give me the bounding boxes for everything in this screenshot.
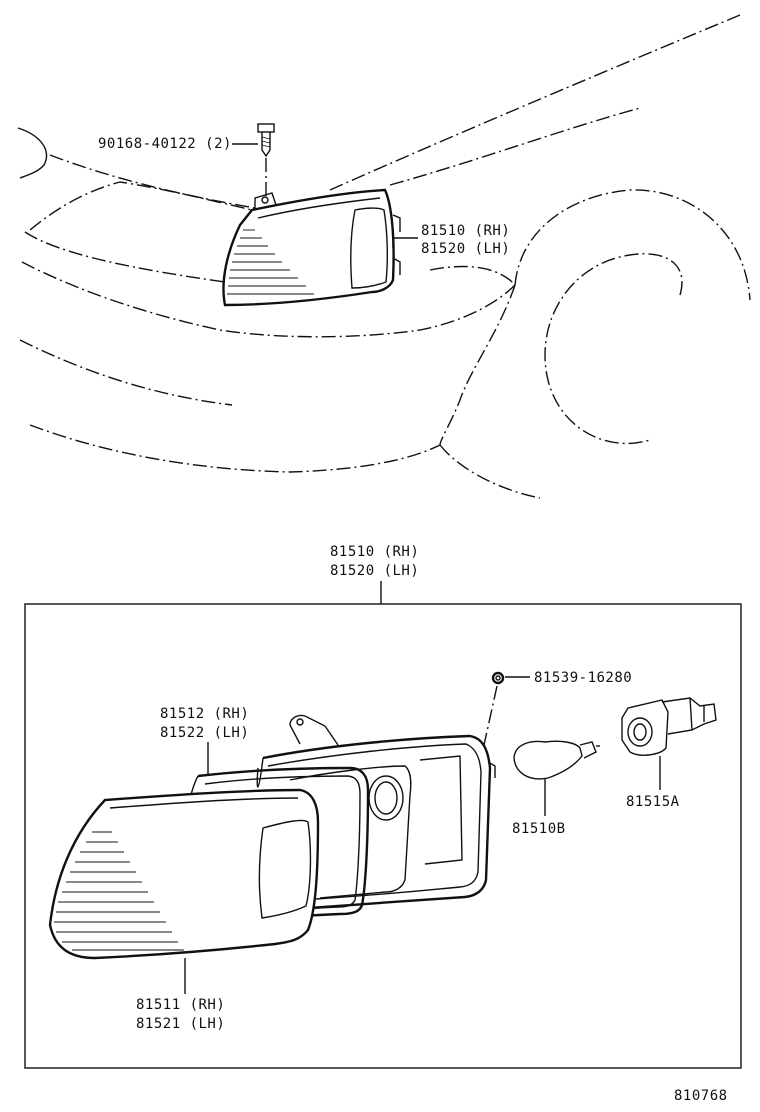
lamp-lens: [48, 788, 320, 960]
screw-icon: [257, 123, 275, 158]
bulb-icon: [513, 740, 600, 780]
label-assy-top-lh: 81520 (LH): [421, 241, 510, 257]
label-assy-top-rh: 81510 (RH): [421, 223, 510, 239]
lamp-lens-hatching: [227, 229, 314, 295]
label-screw: 90168-40122 (2): [98, 136, 232, 152]
label-lens-rh: 81511 (RH): [136, 997, 225, 1013]
label-housing-lh: 81522 (LH): [160, 725, 249, 741]
vehicle-body-outline: [17, 14, 751, 499]
label-assy-box-lh: 81520 (LH): [330, 563, 419, 579]
label-nut: 81539-16280: [534, 670, 632, 686]
lens-hatching: [54, 831, 184, 951]
figure-number: 810768: [674, 1088, 728, 1104]
label-lens-lh: 81521 (LH): [136, 1016, 225, 1032]
label-socket: 81515A: [626, 794, 680, 810]
nut-install-line: [483, 685, 498, 746]
label-housing-rh: 81512 (RH): [160, 706, 249, 722]
corner-lamp-installed: [222, 188, 401, 307]
socket-icon: [621, 697, 717, 756]
exploded-view-frame: [24, 603, 742, 1069]
label-bulb: 81510B: [512, 821, 566, 837]
lamp-housing: [256, 714, 496, 910]
nut-icon: [491, 671, 505, 685]
label-assy-box-rh: 81510 (RH): [330, 544, 419, 560]
assy-top-leader: [392, 228, 418, 248]
